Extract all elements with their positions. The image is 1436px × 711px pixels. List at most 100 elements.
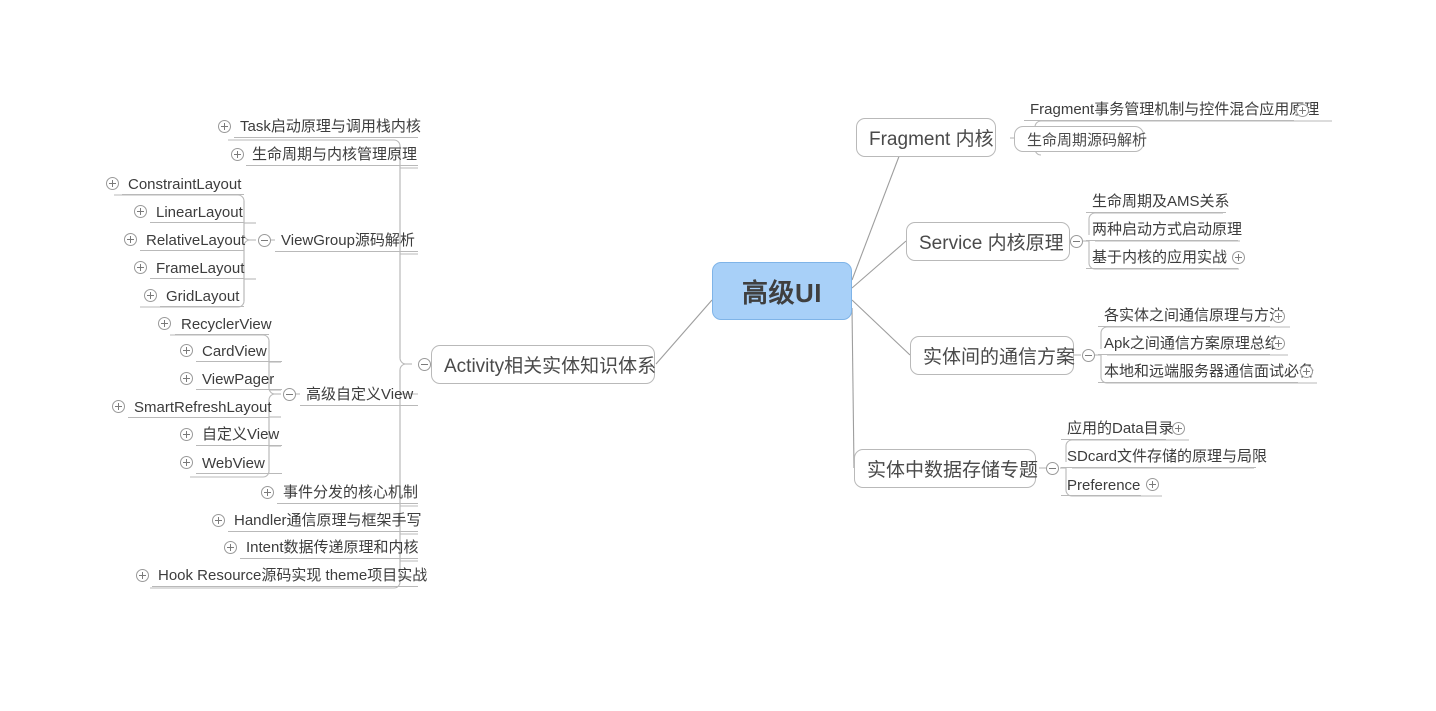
leaf-webview-label: WebView (202, 455, 265, 472)
leaf-recyclerview-label: RecyclerView (181, 316, 272, 333)
expand-toggle-local-remote-server-comm[interactable] (1300, 365, 1313, 378)
branch-data-storage[interactable]: 实体中数据存储专题 (854, 449, 1039, 488)
leaf-relativelayout-label: RelativeLayout (146, 232, 246, 249)
leaf-service-kernel-practice-label: 基于内核的应用实战 (1092, 249, 1228, 266)
expand-toggle-constraintlayout[interactable] (106, 177, 119, 190)
leaf-local-remote-server-comm[interactable]: 本地和远端服务器通信面试必备 (1098, 363, 1314, 383)
expand-toggle-app-data-directory[interactable] (1172, 422, 1185, 435)
leaf-smartrefreshlayout-label: SmartRefreshLayout (134, 399, 272, 416)
leaf-entity-comm-principles-label: 各实体之间通信原理与方法 (1104, 307, 1285, 324)
branch-entity-communication-label: 实体间的通信方案 (923, 347, 1076, 368)
expand-toggle-fragment-transaction[interactable] (1296, 104, 1309, 117)
leaf-smartrefreshlayout[interactable]: SmartRefreshLayout (128, 398, 272, 418)
leaf-recyclerview[interactable]: RecyclerView (175, 315, 272, 335)
collapse-toggle-entity-communication[interactable] (1082, 349, 1095, 362)
leaf-constraintlayout[interactable]: ConstraintLayout (122, 175, 244, 195)
branch-fragment-kernel[interactable]: Fragment 内核 (856, 118, 996, 157)
expand-toggle-preference[interactable] (1146, 478, 1159, 491)
leaf-apk-comm-summary[interactable]: Apk之间通信方案原理总结 (1098, 335, 1280, 355)
leaf-linearlayout[interactable]: LinearLayout (150, 203, 244, 223)
expand-toggle-event-dispatch[interactable] (261, 486, 274, 499)
expand-toggle-intent-data-transfer[interactable] (224, 541, 237, 554)
leaf-event-dispatch[interactable]: 事件分发的核心机制 (277, 484, 418, 504)
branch-activity-knowledge[interactable]: Activity相关实体知识体系 (431, 345, 657, 384)
leaf-viewpager[interactable]: ViewPager (196, 370, 282, 390)
leaf-intent-data-transfer[interactable]: Intent数据传递原理和内核 (240, 539, 419, 559)
leaf-constraintlayout-label: ConstraintLayout (128, 176, 242, 193)
expand-toggle-custom-view[interactable] (180, 428, 193, 441)
expand-toggle-relativelayout[interactable] (124, 233, 137, 246)
leaf-event-dispatch-label: 事件分发的核心机制 (283, 484, 419, 501)
expand-toggle-task-launch[interactable] (218, 120, 231, 133)
leaf-cardview-label: CardView (202, 343, 267, 360)
expand-toggle-framelayout[interactable] (134, 261, 147, 274)
leaf-fragment-lifecycle-source[interactable]: 生命周期源码解析 (1014, 126, 1148, 152)
leaf-preference[interactable]: Preference (1061, 476, 1141, 496)
leaf-local-remote-server-comm-label: 本地和远端服务器通信面试必备 (1104, 363, 1315, 380)
expand-toggle-cardview[interactable] (180, 344, 193, 357)
leaf-service-two-start-modes[interactable]: 两种启动方式启动原理 (1086, 221, 1242, 241)
leaf-sdcard-storage[interactable]: SDcard文件存储的原理与局限 (1061, 448, 1267, 468)
expand-toggle-service-kernel-practice[interactable] (1232, 251, 1245, 264)
leaf-service-two-start-modes-label: 两种启动方式启动原理 (1092, 221, 1243, 238)
leaf-task-launch-label: Task启动原理与调用栈内核 (240, 118, 421, 135)
expand-toggle-recyclerview[interactable] (158, 317, 171, 330)
branch-fragment-kernel-label: Fragment 内核 (869, 129, 994, 150)
leaf-app-data-directory-label: 应用的Data目录 (1067, 420, 1174, 437)
expand-toggle-lifecycle-kernel-mgmt[interactable] (231, 148, 244, 161)
leaf-viewgroup-source[interactable]: ViewGroup源码解析 (275, 232, 418, 252)
root-label: 高级UI (741, 277, 822, 308)
leaf-relativelayout[interactable]: RelativeLayout (140, 231, 246, 251)
leaf-task-launch[interactable]: Task启动原理与调用栈内核 (234, 118, 421, 138)
expand-toggle-webview[interactable] (180, 456, 193, 469)
expand-toggle-entity-comm-principles[interactable] (1272, 310, 1285, 323)
expand-toggle-linearlayout[interactable] (134, 205, 147, 218)
expand-toggle-gridlayout[interactable] (144, 289, 157, 302)
leaf-service-lifecycle-ams[interactable]: 生命周期及AMS关系 (1086, 193, 1230, 213)
leaf-gridlayout[interactable]: GridLayout (160, 287, 244, 307)
leaf-service-kernel-practice[interactable]: 基于内核的应用实战 (1086, 249, 1238, 269)
leaf-handler-comm[interactable]: Handler通信原理与框架手写 (228, 512, 422, 532)
branch-service-kernel[interactable]: Service 内核原理 (906, 222, 1070, 261)
leaf-sdcard-storage-label: SDcard文件存储的原理与局限 (1067, 448, 1268, 465)
leaf-service-lifecycle-ams-label: 生命周期及AMS关系 (1092, 193, 1230, 210)
leaf-cardview[interactable]: CardView (196, 342, 282, 362)
expand-toggle-viewpager[interactable] (180, 372, 193, 385)
leaf-advanced-custom-view[interactable]: 高级自定义View (300, 386, 418, 406)
leaf-entity-comm-principles[interactable]: 各实体之间通信原理与方法 (1098, 307, 1284, 327)
leaf-gridlayout-label: GridLayout (166, 288, 240, 305)
leaf-custom-view-label: 自定义View (202, 426, 280, 443)
leaf-fragment-transaction-label: Fragment事务管理机制与控件混合应用原理 (1030, 101, 1320, 118)
leaf-fragment-transaction[interactable]: Fragment事务管理机制与控件混合应用原理 (1024, 101, 1319, 121)
root-node[interactable]: 高级UI (712, 262, 852, 320)
expand-toggle-hook-resource-theme[interactable] (136, 569, 149, 582)
expand-toggle-apk-comm-summary[interactable] (1272, 337, 1285, 350)
leaf-handler-comm-label: Handler通信原理与框架手写 (234, 512, 422, 529)
leaf-hook-resource-theme[interactable]: Hook Resource源码实现 theme项目实战 (152, 567, 427, 587)
collapse-toggle-activity-knowledge[interactable] (418, 358, 431, 371)
leaf-fragment-lifecycle-source-label: 生命周期源码解析 (1027, 131, 1148, 149)
branch-service-kernel-label: Service 内核原理 (919, 233, 1064, 254)
leaf-preference-label: Preference (1067, 477, 1141, 494)
collapse-toggle-service-kernel[interactable] (1070, 235, 1083, 248)
leaf-custom-view[interactable]: 自定义View (196, 426, 282, 446)
leaf-lifecycle-kernel-mgmt-label: 生命周期与内核管理原理 (252, 146, 418, 163)
collapse-toggle-viewgroup-source[interactable] (258, 234, 271, 247)
branch-activity-knowledge-label: Activity相关实体知识体系 (444, 356, 657, 377)
leaf-viewgroup-source-label: ViewGroup源码解析 (281, 232, 415, 249)
expand-toggle-smartrefreshlayout[interactable] (112, 400, 125, 413)
leaf-webview[interactable]: WebView (196, 454, 282, 474)
leaf-lifecycle-kernel-mgmt[interactable]: 生命周期与内核管理原理 (246, 146, 418, 166)
branch-entity-communication[interactable]: 实体间的通信方案 (910, 336, 1076, 375)
leaf-framelayout-label: FrameLayout (156, 260, 245, 277)
collapse-toggle-advanced-custom-view[interactable] (283, 388, 296, 401)
leaf-app-data-directory[interactable]: 应用的Data目录 (1061, 420, 1174, 440)
leaf-linearlayout-label: LinearLayout (156, 204, 243, 221)
branch-data-storage-label: 实体中数据存储专题 (867, 460, 1039, 481)
leaf-viewpager-label: ViewPager (202, 371, 275, 388)
expand-toggle-handler-comm[interactable] (212, 514, 225, 527)
leaf-framelayout[interactable]: FrameLayout (150, 259, 244, 279)
leaf-intent-data-transfer-label: Intent数据传递原理和内核 (246, 539, 419, 556)
collapse-toggle-data-storage[interactable] (1046, 462, 1059, 475)
